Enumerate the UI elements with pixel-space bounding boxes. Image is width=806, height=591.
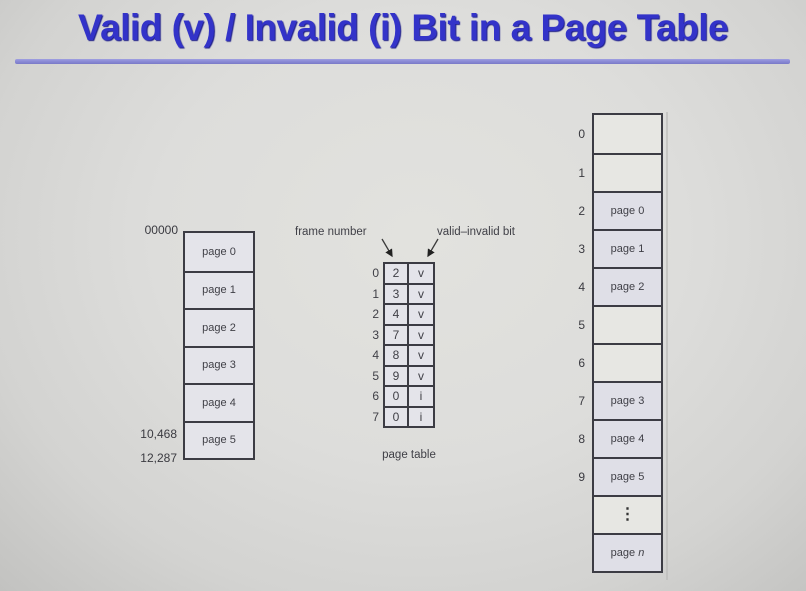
page-index-label: 5: [372, 368, 379, 383]
frame-number-cell: 3: [383, 282, 409, 305]
logical-page-cell: page 4: [185, 383, 253, 421]
physical-frame-label: page 0: [610, 205, 645, 217]
valid-bit-cell: v: [407, 364, 435, 387]
frame-index-label: 4: [578, 280, 585, 294]
frame-number-cell: 0: [383, 405, 409, 428]
frame-number-arrow: [381, 238, 393, 258]
frame-index-label: 8: [578, 432, 585, 446]
logical-page-cell: page 1: [185, 270, 253, 309]
physical-frame-row: 8 page 4: [578, 419, 661, 457]
physical-frame-row: 6: [578, 343, 661, 381]
address-label-end: 12,287: [140, 451, 177, 465]
frame-index-label: 9: [578, 470, 585, 484]
logical-page-cell: page 0: [202, 245, 236, 258]
frame-index-label: 1: [578, 166, 585, 180]
frame-number-cell: 7: [383, 323, 409, 346]
logical-page-cell: page 5: [185, 420, 253, 459]
physical-frame-row: page n: [594, 533, 661, 571]
valid-bit-cell: v: [407, 303, 435, 326]
physical-frame-row: 7 page 3: [578, 381, 661, 419]
physical-frame-label: page 2: [610, 281, 645, 293]
valid-bit-cell: i: [407, 405, 435, 428]
physical-frame-row: 2 page 0: [578, 191, 661, 229]
page-table-caption: page table: [382, 449, 436, 461]
frame-number-cell: 0: [383, 385, 409, 408]
valid-bit-cell: v: [407, 344, 435, 367]
frame-index-label: 5: [578, 318, 585, 332]
title-underline: [15, 59, 790, 64]
page-title: Valid (v) / Invalid (i) Bit in a Page Ta…: [77, 7, 729, 48]
page-index-label: 0: [372, 266, 379, 280]
valid-bit-cell: i: [407, 385, 435, 408]
physical-frame-row: 3 page 1: [578, 229, 661, 267]
physical-frame-row: ⋮: [594, 495, 661, 533]
valid-bit-arrow: [427, 238, 439, 258]
frame-number-cell: 4: [383, 303, 409, 326]
vertical-ellipsis-icon: ⋮: [619, 506, 636, 523]
frame-number-cell: 9: [383, 364, 409, 387]
address-label-mid: 10,468: [140, 427, 177, 441]
physical-frame-label: page 3: [610, 395, 645, 407]
frame-number-cell: 8: [383, 344, 409, 367]
valid-bit-cell: v: [407, 262, 435, 285]
physical-frame-row: 9 page 5: [578, 457, 661, 495]
frame-number-label: frame number: [295, 226, 367, 238]
page-index-label: 6: [372, 389, 379, 403]
page-index-label: 2: [372, 307, 379, 321]
page-index-label: 1: [372, 286, 379, 301]
page-index-label: 7: [372, 409, 379, 424]
physical-frame-label: page 4: [610, 433, 645, 445]
frame-index-label: 0: [578, 127, 585, 141]
frame-index-label: 7: [578, 394, 585, 408]
valid-bit-cell: v: [407, 323, 435, 346]
physical-memory: 0 1 2 page 0 3 page 1 4 page 2 5 6 7 page 3 8 page 4 9…: [578, 113, 663, 573]
page-index-label: 3: [372, 327, 379, 342]
logical-page-cell: page 3: [185, 345, 253, 384]
physical-frame-row: 1: [578, 153, 661, 191]
valid-invalid-bit-label: valid–invalid bit: [437, 226, 515, 238]
physical-frame-label: page 5: [610, 471, 645, 483]
physical-frame-label: page n: [610, 547, 645, 559]
physical-frame-row: 0: [578, 115, 661, 153]
frame-index-label: 6: [578, 356, 585, 370]
physical-frame-row: 4 page 2: [578, 267, 661, 305]
physical-frame-label: page 1: [610, 243, 645, 255]
valid-bit-cell: v: [407, 282, 435, 305]
frame-index-label: 3: [578, 242, 585, 256]
page-index-label: 4: [372, 348, 379, 362]
address-label-start: 00000: [144, 223, 178, 237]
frame-number-cell: 2: [383, 262, 409, 285]
shadow-line: [666, 112, 668, 580]
physical-frame-row: 5: [578, 305, 661, 343]
frame-index-label: 2: [578, 204, 585, 218]
logical-page-cell: page 2: [185, 308, 253, 346]
